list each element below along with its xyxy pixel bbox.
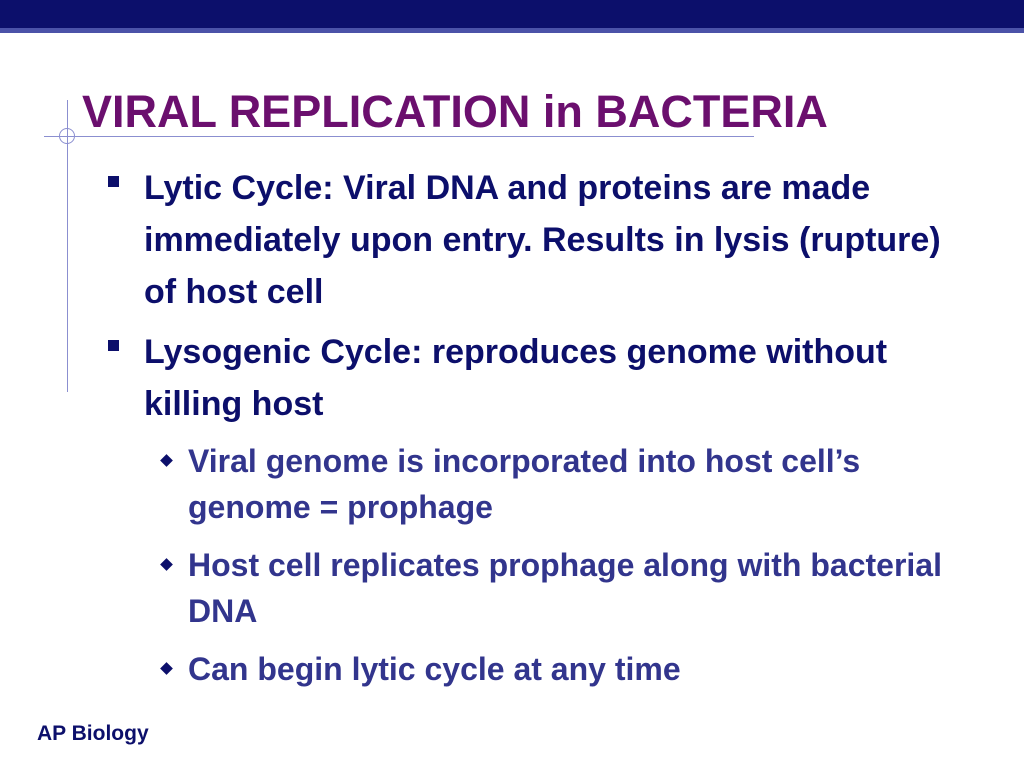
decorative-vertical-line [67, 100, 68, 392]
sub-bullet-text: Can begin lytic cycle at any time [188, 651, 681, 687]
footer-course-label: AP Biology [37, 722, 149, 745]
square-bullet-icon [108, 340, 119, 351]
square-bullet-icon [108, 176, 119, 187]
diamond-bullet-icon [160, 454, 173, 467]
bullet-text: Lytic Cycle: Viral DNA and proteins are … [144, 169, 941, 311]
diamond-bullet-icon [160, 662, 173, 675]
top-bar-stripe [0, 28, 1024, 33]
bullet-text: Lysogenic Cycle: reproduces genome witho… [144, 333, 888, 423]
top-bar [0, 0, 1024, 28]
crosshair-circle-icon [59, 128, 75, 144]
decorative-horizontal-line [44, 136, 754, 137]
diamond-bullet-icon [160, 558, 173, 571]
sub-bullet-text: Host cell replicates prophage along with… [188, 547, 942, 629]
slide-title: VIRAL REPLICATION in BACTERIA [82, 86, 828, 137]
sub-bullet-text: Viral genome is incorporated into host c… [188, 443, 861, 525]
